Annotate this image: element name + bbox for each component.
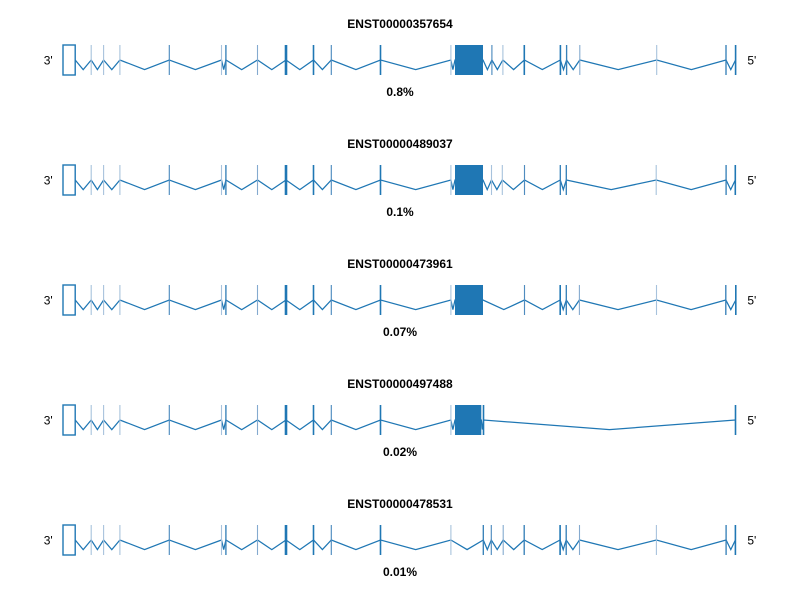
svg-text:5': 5' — [747, 534, 756, 548]
svg-text:ENST00000489037: ENST00000489037 — [347, 137, 453, 151]
svg-text:0.02%: 0.02% — [383, 445, 417, 459]
svg-text:3': 3' — [44, 534, 53, 548]
svg-text:0.8%: 0.8% — [386, 85, 414, 99]
svg-text:5': 5' — [747, 174, 756, 188]
svg-text:3': 3' — [44, 294, 53, 308]
svg-text:3': 3' — [44, 174, 53, 188]
svg-text:ENST00000497488: ENST00000497488 — [347, 377, 453, 391]
svg-text:ENST00000478531: ENST00000478531 — [347, 497, 453, 511]
svg-text:0.1%: 0.1% — [386, 205, 414, 219]
svg-text:0.01%: 0.01% — [383, 565, 417, 579]
svg-text:5': 5' — [747, 414, 756, 428]
svg-text:5': 5' — [747, 54, 756, 68]
svg-text:5': 5' — [747, 294, 756, 308]
svg-text:3': 3' — [44, 54, 53, 68]
svg-text:3': 3' — [44, 414, 53, 428]
svg-text:ENST00000357654: ENST00000357654 — [347, 17, 453, 31]
svg-text:0.07%: 0.07% — [383, 325, 417, 339]
svg-text:ENST00000473961: ENST00000473961 — [347, 257, 453, 271]
